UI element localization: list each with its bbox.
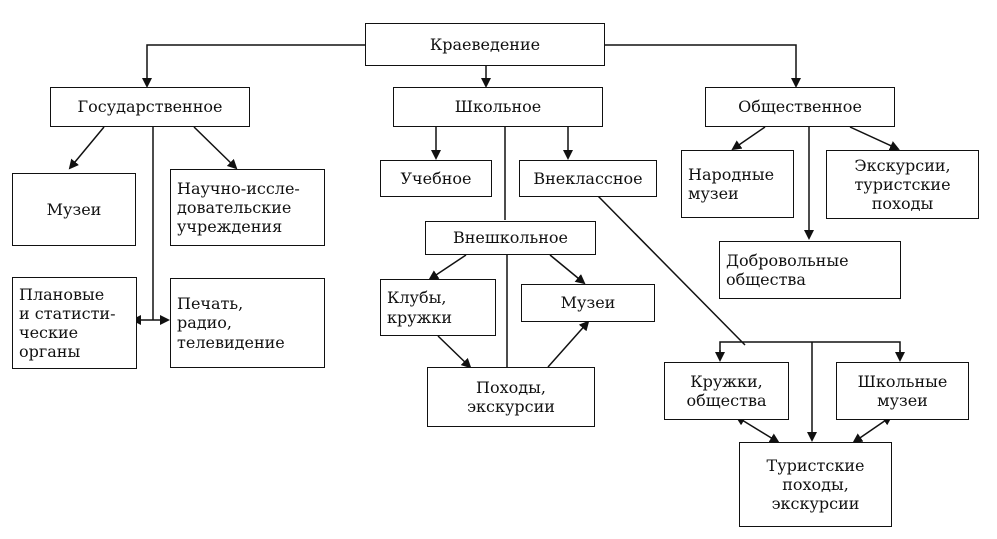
node-excursions-public: Экскурсии, туристские походы <box>826 150 979 219</box>
node-public: Общественное <box>705 87 895 127</box>
node-folk-museums: Народные музеи <box>681 150 794 218</box>
node-planning: Плановые и статисти- ческие органы <box>12 277 137 369</box>
edge-clubs-trips <box>437 335 472 369</box>
edge-trips-museums <box>547 320 590 368</box>
node-school-museums: Школьные музеи <box>836 362 969 420</box>
node-museums-gov: Музеи <box>12 173 136 246</box>
node-school: Школьное <box>393 87 603 127</box>
node-tourist-trips: Туристские походы, экскурсии <box>739 442 892 527</box>
edge-gov-museums <box>68 126 105 170</box>
edge-museums-trips <box>852 415 893 444</box>
edge-gov-research <box>193 126 238 170</box>
edge-root-gov <box>142 44 365 88</box>
node-gov: Государственное <box>50 87 250 127</box>
edge-out-museums <box>549 254 586 285</box>
edge-out-clubs <box>428 254 467 281</box>
node-clubs: Клубы, кружки <box>380 279 496 336</box>
edge-bar-circles <box>719 341 901 360</box>
node-edu: Учебное <box>380 160 492 197</box>
edge-public-excursions <box>849 126 900 151</box>
node-circles: Кружки, общества <box>664 362 789 420</box>
node-museums-school: Музеи <box>521 284 655 322</box>
node-press: Печать, радио, телевидение <box>170 278 325 368</box>
edge-extra-circles <box>597 195 746 346</box>
edge-public-folk <box>731 126 766 151</box>
edge-root-public <box>605 44 801 88</box>
node-root: Краеведение <box>365 23 605 66</box>
node-voluntary: Добровольные общества <box>719 241 901 299</box>
node-trips-school: Походы, экскурсии <box>427 367 595 427</box>
node-research: Научно-иссле- довательские учреждения <box>170 169 325 246</box>
edge-circles-trips <box>735 415 780 444</box>
node-out-school: Внешкольное <box>425 221 596 255</box>
node-extra-class: Внеклассное <box>519 160 657 197</box>
